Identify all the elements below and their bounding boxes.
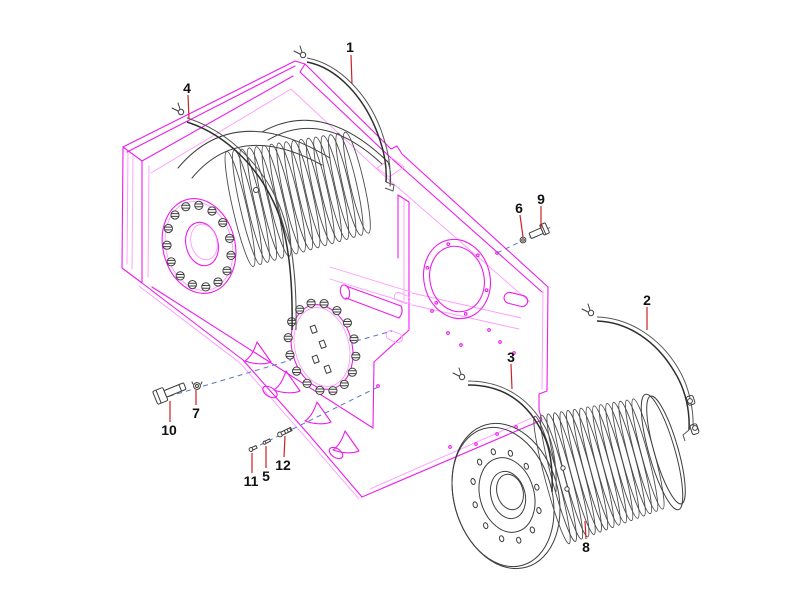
callout-label-4: 4 (183, 80, 191, 96)
screw-11 (248, 444, 258, 452)
callout-label-8: 8 (582, 539, 590, 555)
washer-7 (191, 381, 203, 390)
band-4-clamp-icon (171, 102, 185, 116)
frame-flange-center (290, 304, 354, 390)
flange-bolt-ring-upper (162, 200, 236, 292)
detached-drum-flange-holes (469, 447, 543, 545)
nut-6 (519, 236, 527, 244)
callout-label-3: 3 (507, 349, 515, 365)
rope-guard-band-4 (171, 102, 297, 331)
mounted-drum-rope-coils (224, 131, 371, 267)
gusset-fins (244, 341, 360, 454)
rope-guard-band-1 (293, 45, 395, 192)
frame-rivet-holes (376, 251, 518, 449)
callout-label-7: 7 (192, 405, 200, 421)
screw-12 (277, 426, 293, 438)
mounted-cable-drum (177, 119, 392, 267)
screw-5 (262, 438, 272, 445)
band-3-clamp-icon (452, 367, 466, 381)
winch-frame (121, 60, 549, 500)
callout-label-12: 12 (275, 457, 291, 473)
callout-label-9: 9 (537, 191, 545, 207)
callout-label-6: 6 (515, 200, 523, 216)
bolt-9 (528, 222, 550, 239)
callout-label-5: 5 (262, 468, 270, 484)
rope-guard-band-3 (452, 367, 557, 493)
callout-label-1: 1 (346, 39, 354, 55)
detached-drum-rope-coils (533, 398, 665, 545)
rope-guard-band-2 (581, 303, 700, 442)
callout-label-2: 2 (643, 292, 651, 308)
detached-cable-drum (451, 393, 686, 570)
band-2-clamp-icon (581, 303, 595, 317)
hex-bolt-10 (152, 382, 187, 405)
band-1-clamp-icon (293, 45, 307, 59)
flange-bolt-ring-center (283, 298, 361, 396)
frame-bearing-hole (422, 238, 492, 320)
callout-label-11: 11 (243, 473, 259, 489)
callout-leader-lines (169, 54, 648, 540)
callout-label-10: 10 (161, 422, 177, 438)
